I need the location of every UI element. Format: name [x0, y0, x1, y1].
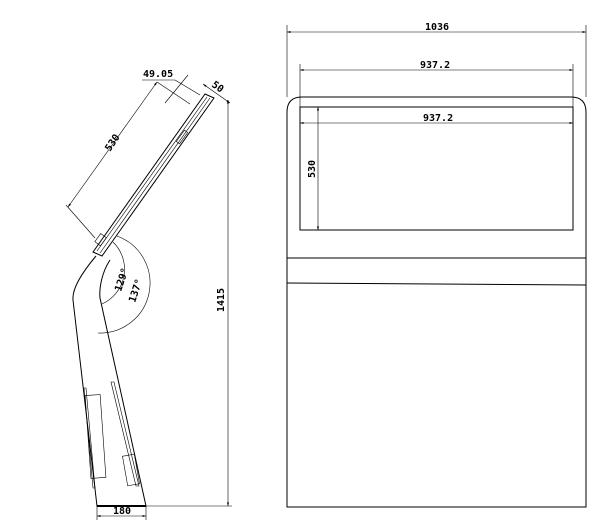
dim-total-height: 1415 — [216, 288, 227, 312]
dim-screen-height-front: 530 — [307, 160, 318, 178]
dim-base-width: 180 — [113, 506, 131, 517]
dim-depth: 50 — [209, 79, 225, 95]
dim-screen-width-outer: 937.2 — [420, 60, 450, 71]
io-board — [84, 394, 107, 479]
kiosk-outline — [286, 96, 587, 508]
side-view: 129° 137° 530 49.05 50 1415 180 — [65, 69, 232, 520]
angle-inner-label: 129° — [113, 267, 131, 293]
screen-area — [299, 106, 574, 231]
dim-top-offset: 49.05 — [143, 69, 173, 80]
screen-panel — [92, 93, 215, 257]
angle-outer-label: 137° — [127, 278, 145, 304]
dim-screen-height-side: 530 — [103, 133, 122, 154]
front-view: 1036 937.2 937.2 530 — [286, 22, 587, 508]
dim-screen-width-inner: 937.2 — [423, 113, 453, 124]
dim-total-width: 1036 — [425, 22, 449, 33]
